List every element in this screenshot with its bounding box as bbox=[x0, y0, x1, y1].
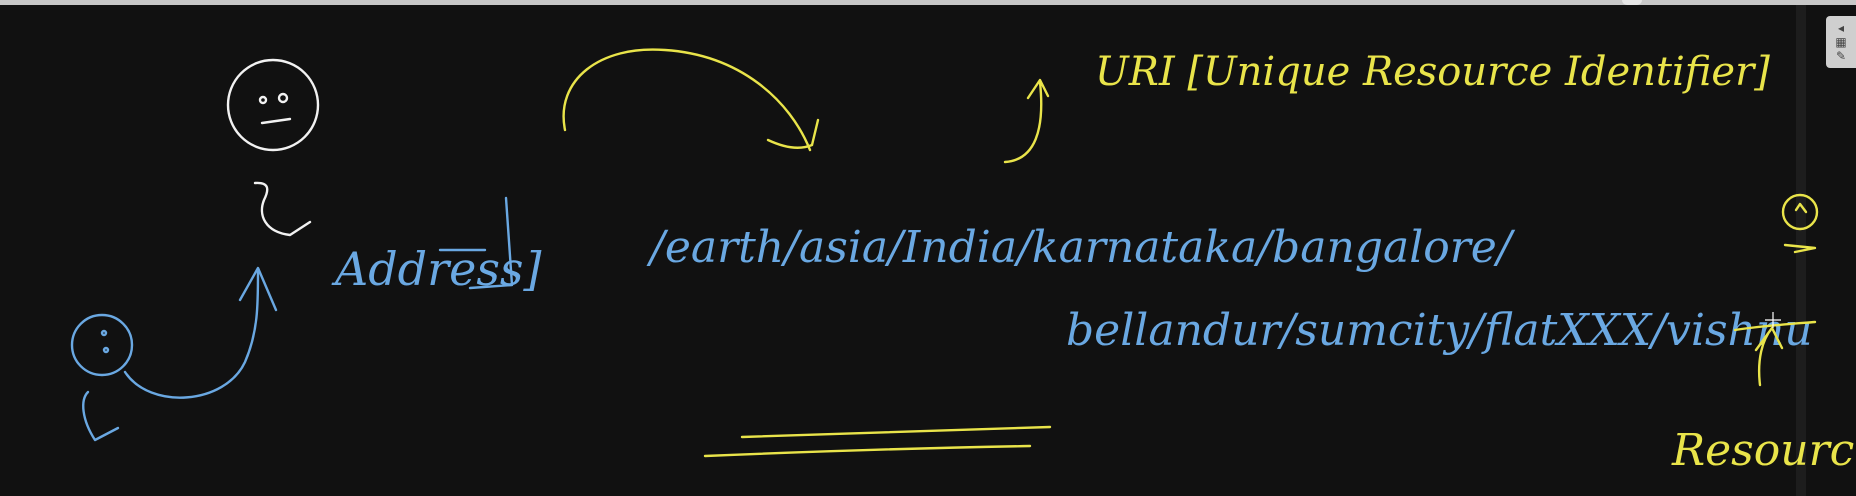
person-right-icon bbox=[1781, 193, 1819, 254]
person-head-icon bbox=[226, 58, 320, 237]
path-line-1: /earth/asia/India/karnataka/bangalore/ bbox=[646, 222, 1516, 273]
yellow-underline-lower bbox=[703, 444, 1032, 458]
address-label: Address] bbox=[331, 242, 542, 296]
uri-label: URI [Unique Resource Identifier] bbox=[1095, 49, 1770, 95]
cursor-crosshair-icon bbox=[1765, 312, 1781, 328]
top-window-edge bbox=[0, 0, 1856, 5]
path-line-2: bellandur/sumcity/flatXXX/vishnu bbox=[1066, 305, 1813, 356]
yellow-underline-upper bbox=[740, 425, 1052, 439]
person-small-icon bbox=[70, 313, 134, 442]
tools-icon[interactable]: ✎ bbox=[1835, 49, 1847, 63]
resource-label: Resource bbox=[1671, 425, 1856, 476]
address-arrow bbox=[123, 270, 260, 399]
grid-icon[interactable]: ▦ bbox=[1835, 35, 1847, 49]
uri-arrow bbox=[1003, 78, 1050, 164]
top-window-handle[interactable] bbox=[1622, 0, 1642, 5]
curved-arrow-top bbox=[562, 48, 812, 152]
curved-arrow-top-head bbox=[766, 118, 820, 149]
expand-icon[interactable]: ◂ bbox=[1837, 21, 1845, 35]
side-toolbar-tab[interactable]: ◂ ▦ ✎ bbox=[1826, 16, 1856, 68]
resource-underline bbox=[1733, 320, 1817, 332]
resource-arrow bbox=[1754, 326, 1784, 387]
address-underline bbox=[438, 196, 514, 290]
address-arrow-head bbox=[238, 266, 278, 312]
